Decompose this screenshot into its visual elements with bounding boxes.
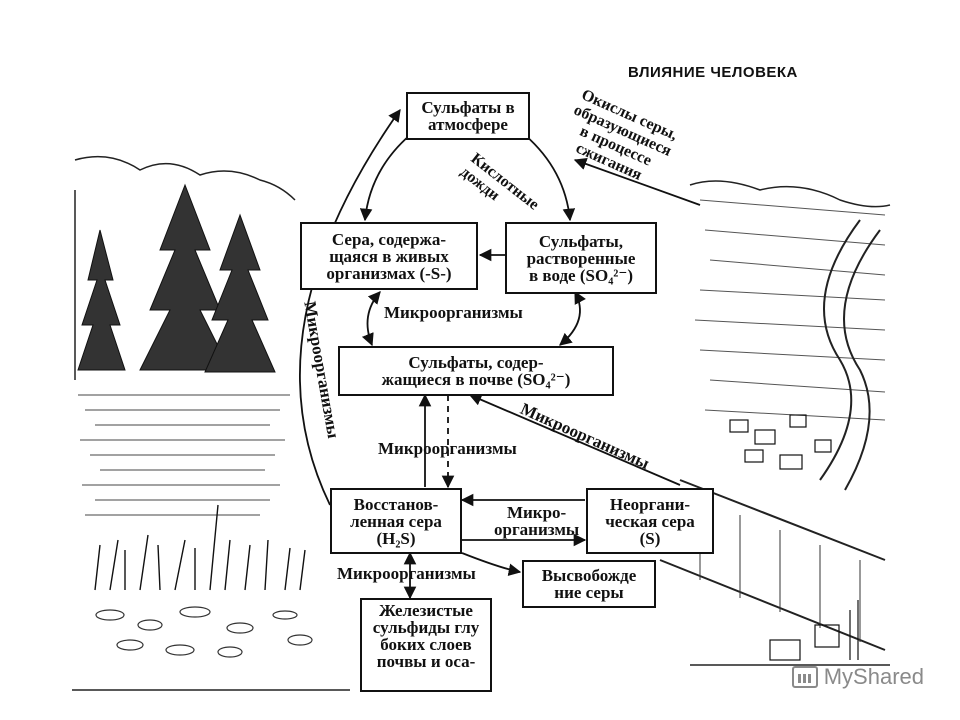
- iron-sulfides-box: Железистые сульфиды глу боких слоев почв…: [360, 598, 492, 692]
- water-sulfates-box: Сульфаты, растворенные в воде (SO₄²⁻): [505, 222, 657, 294]
- microorganisms-label-3: Микро- организмы: [494, 503, 580, 539]
- inorganic-sulfur-label: Неоргани- ческая сера (S): [605, 494, 695, 548]
- soil-sulfates-box: Сульфаты, содер- жащиеся в почве (SO₄²⁻): [338, 346, 614, 396]
- arrow-atm-to-water: [524, 134, 576, 222]
- arrow-atm-to-organic: [359, 134, 411, 222]
- sulfur-release-label: Высвобожде ние серы: [541, 566, 637, 602]
- microorganisms-label-4: Микроорганизмы: [337, 564, 476, 583]
- organic-sulfur-label: Сера, содержа- щаяся в живых организмах …: [326, 229, 452, 283]
- inorganic-sulfur-box: Неоргани- ческая сера (S): [586, 488, 714, 554]
- flow-arrows: [299, 108, 701, 600]
- water-sulfates-label: Сульфаты, растворенные в воде (SO₄²⁻): [526, 231, 636, 285]
- forest-landscape-illustration: [72, 155, 350, 691]
- atmosphere-sulfates-label: Сульфаты в атмосфере: [421, 98, 515, 134]
- arrow-reduced-to-atm: [299, 108, 401, 506]
- microorganisms-label-2: Микроорганизмы: [378, 439, 517, 458]
- arrow-town-to-soil: [468, 393, 681, 486]
- watermark: MyShared: [791, 664, 924, 690]
- arrow-reduced-to-release: [461, 552, 522, 576]
- sulfur-release-box: Высвобожде ние серы: [522, 560, 656, 608]
- watermark-text: MyShared: [823, 664, 924, 689]
- industrial-landscape-illustration: [659, 180, 891, 666]
- arrow-organic-soil: [361, 291, 381, 347]
- iron-sulfides-label: Железистые сульфиды глу боких слоев почв…: [372, 601, 480, 671]
- reduced-sulfur-label: Восстанов- ленная сера (H₂S): [350, 494, 442, 548]
- presentation-icon: [791, 666, 818, 688]
- atmosphere-sulfates-box: Сульфаты в атмосфере: [406, 92, 530, 140]
- tree-icon: [77, 183, 276, 373]
- microorganisms-label-1: Микроорганизмы: [384, 303, 523, 322]
- soil-sulfates-label: Сульфаты, содер- жащиеся в почве (SO₄²⁻): [381, 353, 571, 389]
- organic-sulfur-box: Сера, содержа- щаяся в живых организмах …: [300, 222, 478, 290]
- arrow-water-soil: [559, 290, 586, 346]
- arrow-combustion-to-atm: [573, 157, 701, 206]
- reduced-sulfur-box: Восстанов- ленная сера (H₂S): [330, 488, 462, 554]
- human-impact-title: ВЛИЯНИЕ ЧЕЛОВЕКА: [628, 64, 798, 81]
